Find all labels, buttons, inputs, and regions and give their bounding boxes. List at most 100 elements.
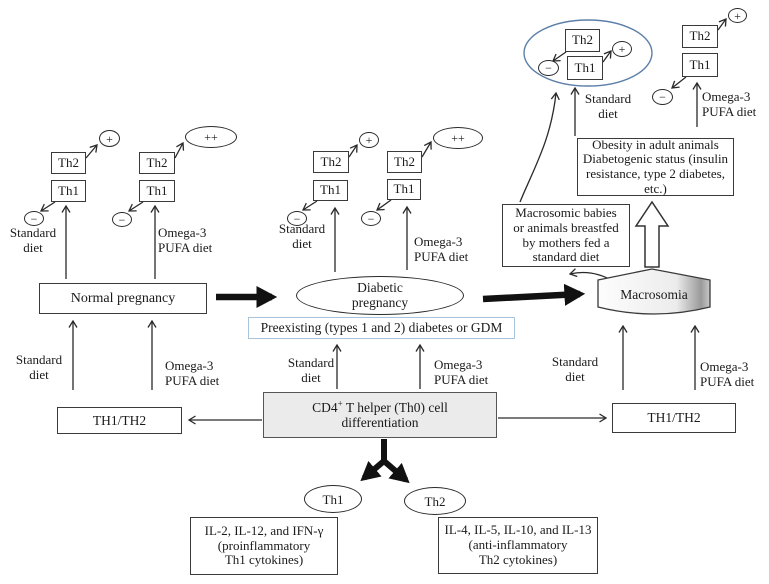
th2-effector-oval: Th2 (404, 487, 466, 515)
arrow-offo3-th1-to-minus (671, 76, 687, 89)
dpo3-plusplus-oval: ++ (433, 127, 483, 149)
th1-effector-oval: Th1 (304, 485, 362, 513)
npo3-th2-label: Th2 (146, 154, 168, 170)
plus-sign: + (618, 42, 626, 56)
arrow-offo3-th2-to-plus (717, 17, 727, 31)
offo3-th1-label: Th1 (689, 56, 711, 72)
arrow-offstd-th1-to-plus (602, 49, 612, 63)
dpstd-th1-box: Th1 (313, 180, 348, 201)
th1-cytokines-label: IL-2, IL-12, and IFN-γ (proinflammatory … (204, 522, 324, 568)
cd4-differentiation-box: CD4+ T helper (Th0) cell differentiation (263, 392, 497, 438)
npstd-th1-box: Th1 (51, 180, 86, 202)
th1th2-left-label: TH1/TH2 (92, 412, 147, 428)
offstd-th1-box: Th1 (567, 56, 603, 80)
macrosomic-babies-box: Macrosomic babies or animals breastfed b… (502, 204, 630, 267)
left-std-diet-label: Standard diet (15, 352, 63, 382)
cd4-rest: T helper (Th0) cell (342, 399, 448, 415)
npo3-th1-label: Th1 (146, 182, 168, 198)
preexisting-diabetes-box: Preexisting (types 1 and 2) diabetes or … (248, 317, 515, 339)
npo3-plusplus-oval: ++ (185, 126, 237, 148)
npstd-th1-label: Th1 (58, 182, 79, 198)
offo3-th2-label: Th2 (689, 28, 711, 44)
offspring-highlight-ellipse (523, 19, 653, 87)
dpstd-th1-label: Th1 (320, 182, 341, 198)
plus-sign: + (365, 133, 373, 147)
th1th2-right-label: TH1/TH2 (647, 410, 701, 426)
offo3-minus-oval: − (652, 89, 673, 105)
mid-std-diet-label: Standard diet (287, 355, 335, 385)
npstd-th2-box: Th2 (51, 152, 86, 174)
macrosomia-label: Macrosomia (620, 287, 688, 302)
arrow-npstd-th2-to-plus (85, 144, 98, 159)
dpo3-diet-label: Omega-3 PUFA diet (414, 234, 469, 264)
dpo3-th2-box: Th2 (387, 151, 422, 173)
arrow-diabetic-to-macrosomia (482, 283, 586, 306)
plus-sign: + (106, 131, 113, 146)
y-branch-to-th1 (360, 458, 386, 482)
arrow-babies-to-offspring-curved (519, 91, 560, 203)
normal-pregnancy-label: Normal pregnancy (70, 290, 176, 306)
npstd-th2-label: Th2 (58, 154, 79, 170)
dpstd-th2-box: Th2 (313, 151, 349, 173)
left-o3-diet-label: Omega-3 PUFA diet (165, 358, 220, 388)
minus-sign: − (293, 211, 301, 226)
th1th2-right-box: TH1/TH2 (612, 403, 736, 433)
dpstd-plus-oval: + (359, 132, 379, 148)
minus-sign: − (30, 211, 38, 226)
arrow-dpo3-th1-to-minus (375, 199, 392, 211)
y-branch-to-th2 (382, 458, 410, 484)
double-plus-sign: ++ (204, 130, 218, 144)
offstd-minus-oval: − (538, 60, 559, 76)
diabetic-pregnancy-label: Diabetic pregnancy (351, 279, 409, 310)
dpstd-th2-label: Th2 (320, 153, 342, 169)
arrow-dpstd-th2-to-plus (348, 143, 358, 158)
macrosomic-babies-label: Macrosomic babies or animals breastfed b… (513, 205, 619, 265)
npo3-th2-box: Th2 (139, 152, 175, 174)
obesity-box: Obesity in adult animals Diabetogenic st… (577, 136, 734, 196)
npstd-plus-oval: + (99, 130, 120, 147)
block-arrow-macrosomia-to-obesity (634, 200, 670, 268)
dpo3-th1-box: Th1 (387, 179, 421, 200)
dpstd-minus-oval: − (287, 211, 307, 226)
th2-cytokines-box: IL-4, IL-5, IL-10, and IL-13 (anti-infla… (438, 517, 598, 574)
th1th2-left-box: TH1/TH2 (57, 407, 182, 434)
arrow-npo3-th2-to-plusplus (174, 141, 185, 159)
offstd-th1-label: Th1 (574, 59, 596, 75)
npo3-th1-box: Th1 (139, 180, 175, 202)
offstd-diet-label: Standard diet (584, 91, 632, 121)
th1-effector-label: Th1 (322, 491, 344, 507)
cd4-superscript: + (337, 398, 343, 409)
minus-sign: − (659, 90, 666, 104)
dpo3-minus-oval: − (361, 211, 381, 226)
dpo3-th1-label: Th1 (393, 181, 415, 197)
double-plus-sign: ++ (451, 131, 465, 145)
cd4-line2: differentiation (341, 415, 419, 430)
arrow-dpstd-th1-to-minus (301, 200, 318, 211)
arrow-dpo3-th2-to-plusplus (421, 140, 432, 158)
right-o3-diet-label: Omega-3 PUFA diet (700, 359, 755, 389)
preexisting-diabetes-label: Preexisting (types 1 and 2) diabetes or … (260, 320, 503, 336)
dpstd-diet-label: Standard diet (278, 221, 326, 251)
arrow-npo3-th1-to-minus (127, 201, 144, 212)
th2-effector-label: Th2 (424, 493, 446, 509)
mid-o3-diet-label: Omega-3 PUFA diet (434, 357, 489, 387)
offstd-plus-oval: + (612, 41, 632, 57)
th2-cytokines-label: IL-4, IL-5, IL-10, and IL-13 (anti-infla… (444, 522, 592, 567)
obesity-label: Obesity in adult animals Diabetogenic st… (582, 136, 729, 196)
dpo3-th2-label: Th2 (394, 153, 415, 169)
right-std-diet-label: Standard diet (551, 354, 599, 384)
minus-sign: − (545, 61, 552, 75)
minus-sign: − (118, 212, 126, 227)
offo3-plus-oval: + (728, 8, 747, 23)
offstd-th2-box: Th2 (565, 29, 600, 52)
th1-cytokines-box: IL-2, IL-12, and IFN-γ (proinflammatory … (190, 517, 338, 575)
arrow-offstd-th2-to-minus (551, 51, 567, 62)
plus-sign: + (734, 8, 741, 23)
macrosomia-shape (597, 268, 711, 315)
npstd-minus-oval: − (24, 211, 44, 226)
npo3-diet-label: Omega-3 PUFA diet (158, 225, 213, 255)
normal-pregnancy-box: Normal pregnancy (39, 283, 207, 314)
diabetic-pregnancy-ellipse: Diabetic pregnancy (296, 276, 464, 315)
